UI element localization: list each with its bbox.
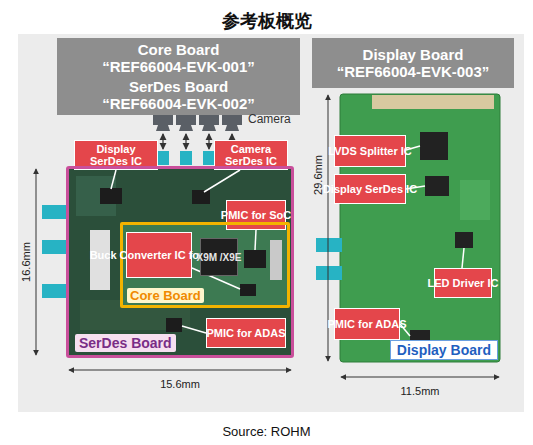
- node-text: LED Driver IC: [428, 277, 499, 289]
- camera-lens: [202, 125, 216, 131]
- node-text: Display Board: [390, 340, 498, 360]
- dimension-label: 16.6mm: [20, 242, 32, 282]
- camera-link-arrow: [162, 134, 163, 149]
- serdes-board-outline: SerDes Board PMIC for SoC Core Board Buck C…: [66, 166, 294, 358]
- leader-line: [462, 248, 464, 268]
- node-text: PMIC for ADAS: [206, 327, 285, 339]
- dimension-line: [36, 169, 37, 355]
- camera-label: Camera: [248, 112, 291, 126]
- dimension-label: 15.6mm: [160, 378, 200, 390]
- callout-tag: PMIC for SoC: [226, 200, 286, 230]
- node-text: Camera SerDes IC: [217, 143, 285, 167]
- leader-line: [204, 170, 240, 192]
- soc-chip: X9M /X9E: [200, 238, 238, 276]
- connector: [270, 240, 282, 280]
- node-text: Display SerDes IC: [77, 143, 155, 167]
- source-caption: Source: ROHM: [0, 424, 533, 439]
- camera-lens: [225, 125, 239, 131]
- dimension-line: [69, 370, 291, 371]
- ic-chip: [192, 190, 210, 204]
- callout-tag: Buck Converter IC for SoC: [126, 232, 192, 278]
- camera-connector: [157, 151, 169, 165]
- serdes-pcb: [68, 168, 292, 356]
- dimension-label: 11.5mm: [401, 385, 440, 397]
- ic-chip: [100, 188, 122, 204]
- display-board-outline: Display BoardLVDS Splitter ICDisplay Ser…: [338, 92, 502, 364]
- ic-chip: [455, 232, 473, 248]
- callout-tag: LVDS Splitter IC: [334, 135, 406, 167]
- camera-lens: [179, 125, 193, 131]
- camera-lens: [156, 125, 170, 131]
- node-text: X9M /X9E: [196, 252, 241, 263]
- callout-tag: LED Driver IC: [434, 268, 492, 298]
- camera-link-arrow: [185, 134, 186, 149]
- pcb-area: [460, 180, 490, 220]
- node-text: SerDes Board: [75, 334, 176, 352]
- leader-line: [111, 170, 116, 189]
- node-text: PMIC for ADAS: [327, 318, 406, 330]
- leader-line: [182, 326, 206, 333]
- ic-chip: [425, 176, 449, 196]
- node-text: Core Board “REF66004-EVK-001”: [94, 41, 264, 75]
- callout-tag: Display SerDes IC: [334, 174, 406, 204]
- callout-tag: PMIC for ADAS: [206, 318, 286, 348]
- sma-connector: [42, 284, 68, 298]
- sma-connector: [316, 266, 342, 280]
- lvds-connector: [372, 95, 494, 109]
- camera-link-arrow: [208, 134, 209, 149]
- callout-tag: PMIC for ADAS: [334, 308, 400, 340]
- node-text: Core Board: [127, 288, 204, 303]
- node-text: Display SerDes IC: [323, 183, 417, 195]
- node-text: PMIC for SoC: [221, 209, 291, 221]
- core-pcb: [122, 224, 288, 306]
- dimension-line: [341, 377, 499, 378]
- ic-chip: [420, 132, 448, 160]
- header-box: Display Board “REF66004-EVK-003”: [312, 38, 514, 88]
- ic-chip: [166, 318, 182, 332]
- dimension-label: 29.6mm: [312, 155, 324, 195]
- node-text: Display Board “REF66004-EVK-003”: [328, 46, 498, 80]
- figure-title: 参考板概览: [0, 9, 533, 33]
- node-text: SerDes Board “REF66004-EVK-002”: [94, 78, 264, 112]
- ic-chip: [240, 284, 256, 296]
- node-text: LVDS Splitter IC: [328, 145, 412, 157]
- leader-line: [255, 230, 256, 250]
- panel-background: [18, 34, 524, 412]
- header-box: Core Board “REF66004-EVK-001”SerDes Boar…: [57, 38, 300, 115]
- sma-connector: [316, 238, 342, 252]
- sma-connector: [42, 205, 68, 219]
- sma-connector: [42, 240, 68, 254]
- camera-connector: [180, 151, 192, 165]
- ic-chip: [244, 250, 266, 268]
- core-board-outline: Core BoardBuck Converter IC for SoCX9M /…: [120, 222, 290, 308]
